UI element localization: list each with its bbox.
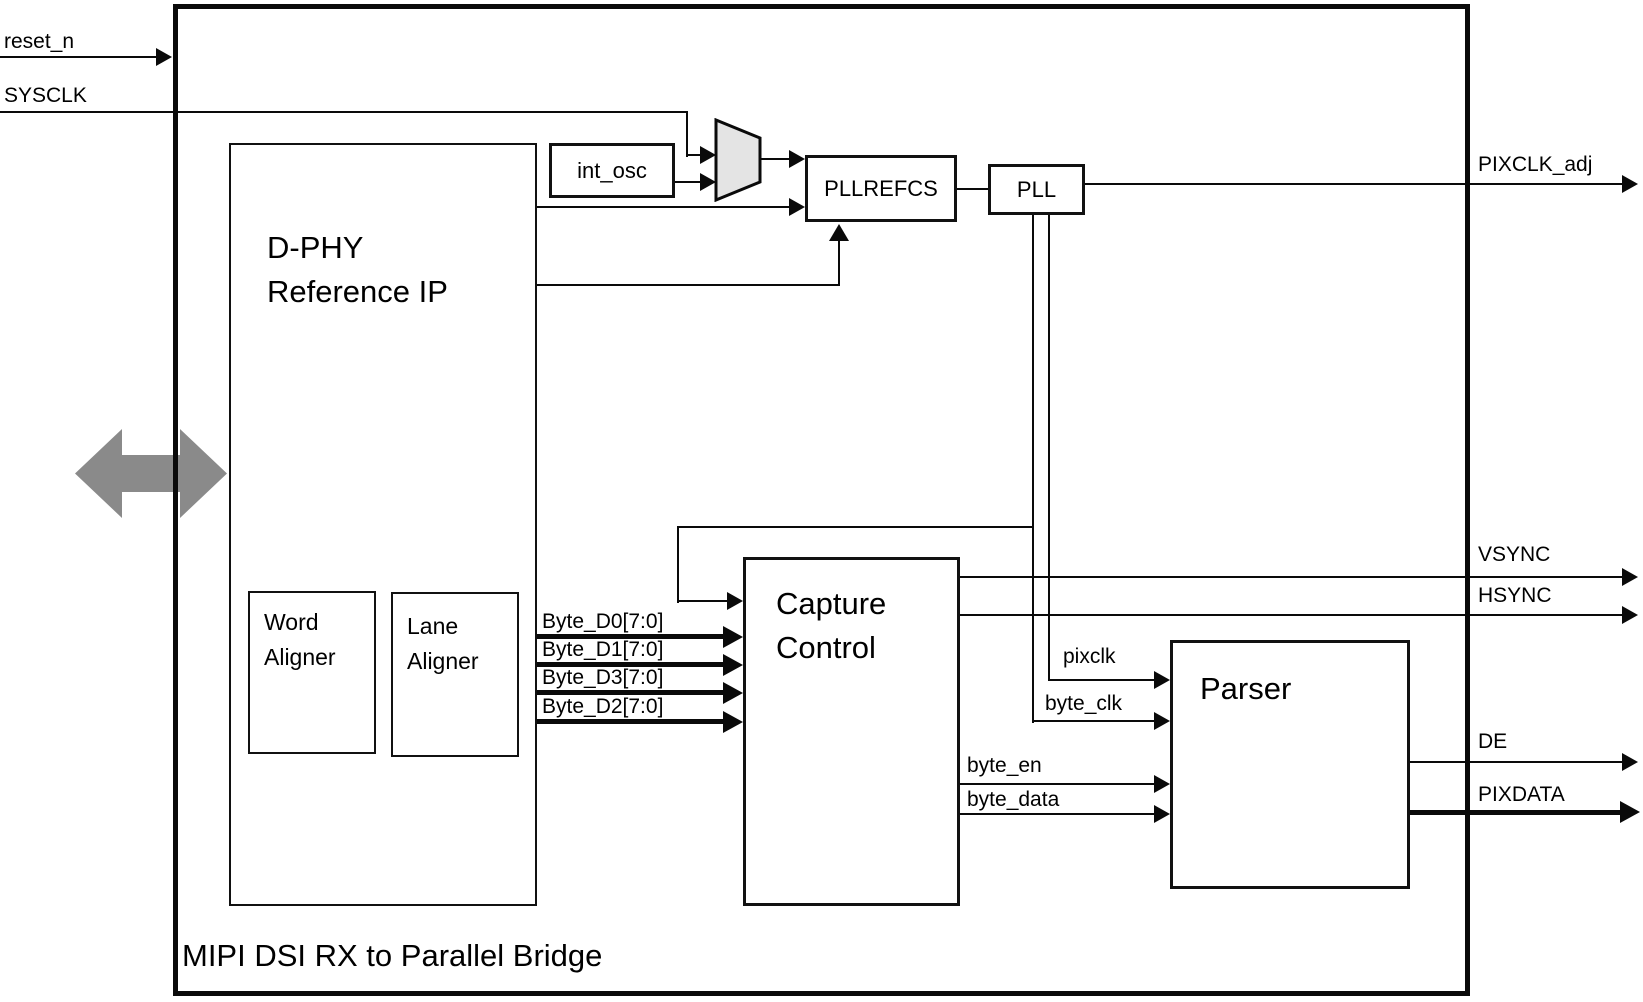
pll-block: PLL: [988, 164, 1085, 215]
lane-aligner-line1: Lane: [407, 613, 459, 639]
wire-de: [1410, 761, 1624, 763]
byte-d3-label: Byte_D3[7:0]: [542, 666, 664, 689]
arrowhead-pixdata: [1620, 801, 1640, 823]
wire-capture-clk-v: [677, 526, 679, 603]
wire-byte-en: [960, 783, 1154, 785]
arrowhead-reset-n: [156, 48, 172, 66]
wire-sysclk: [0, 111, 688, 113]
byte-d1-label: Byte_D1[7:0]: [542, 638, 664, 661]
mux-icon: [714, 118, 762, 202]
wire-byte-d2: [537, 719, 723, 724]
wire-pixdata: [1410, 810, 1620, 815]
vsync-label: VSYNC: [1478, 543, 1551, 566]
wire-pixclk-drop: [1048, 215, 1050, 681]
lane-aligner-block: Lane Aligner: [391, 592, 519, 757]
arrowhead-pixclk: [1154, 671, 1170, 689]
wire-byteclk-in: [1032, 720, 1154, 722]
capture-control-line1: Capture: [776, 586, 887, 621]
arrowhead-byte-d0: [723, 626, 743, 648]
word-aligner-line2: Aligner: [264, 644, 336, 670]
pllrefcs-block: PLLREFCS: [805, 155, 957, 222]
dphy-label-line1: D-PHY: [267, 230, 364, 265]
wire-dphy-fb: [537, 284, 840, 286]
wire-byteclk-drop: [1032, 215, 1034, 723]
dphy-block: [229, 143, 537, 906]
wire-pixclk-in: [1048, 679, 1154, 681]
arrowhead-sysclk-mux: [700, 146, 716, 164]
parser-block: Parser: [1170, 640, 1410, 889]
wire-dphy-to-pllrefcs: [537, 206, 791, 208]
arrowhead-dphy-fb: [829, 224, 849, 241]
arrowhead-pixclk-adj: [1622, 175, 1638, 193]
arrowhead-byteclk: [1154, 712, 1170, 730]
wire-byte-data: [960, 813, 1154, 815]
wire-sysclk-to-mux: [686, 154, 702, 156]
pll-label: PLL: [1016, 176, 1057, 202]
wire-capture-clk-in: [677, 600, 727, 602]
wire-byte-d0: [537, 634, 723, 639]
arrowhead-byte-en: [1154, 775, 1170, 793]
arrowhead-mux-pllrefcs: [789, 150, 805, 168]
pixclk-label: pixclk: [1063, 645, 1116, 668]
wire-pllrefcs-to-pll: [957, 188, 988, 190]
wire-sysclk-elbow: [686, 111, 688, 157]
lane-aligner-line2: Aligner: [407, 648, 479, 674]
arrowhead-de: [1622, 753, 1638, 771]
hsync-label: HSYNC: [1478, 584, 1552, 607]
arrowhead-byte-d2: [723, 711, 743, 733]
arrowhead-byte-data: [1154, 805, 1170, 823]
dphy-label-line2: Reference IP: [267, 274, 448, 309]
wire-mux-out: [760, 158, 790, 160]
wire-hsync: [960, 614, 1624, 616]
byte-d2-label: Byte_D2[7:0]: [542, 695, 664, 718]
pixdata-label: PIXDATA: [1478, 783, 1565, 806]
pixclk-adj-label: PIXCLK_adj: [1478, 153, 1593, 176]
arrowhead-capture-clk: [727, 592, 743, 610]
parser-label: Parser: [1200, 671, 1292, 706]
capture-control-block: Capture Control: [743, 557, 960, 906]
wire-byte-d3: [537, 690, 723, 695]
arrowhead-vsync: [1622, 568, 1638, 586]
word-aligner-line1: Word: [264, 609, 319, 635]
reset-n-label: reset_n: [4, 30, 75, 53]
word-aligner-block: Word Aligner: [248, 591, 376, 754]
pllrefcs-label: PLLREFCS: [824, 175, 938, 201]
byte-clk-label: byte_clk: [1045, 692, 1123, 715]
wire-intosc-to-mux: [675, 181, 702, 183]
wire-vsync: [960, 576, 1624, 578]
bridge-boundary-box: [173, 4, 1470, 996]
bidirectional-arrow-icon: [75, 429, 227, 518]
arrowhead-dphy-pllrefcs: [789, 198, 805, 216]
wire-dphy-fb-riser: [838, 239, 840, 286]
wire-capture-clk-h: [677, 526, 1034, 528]
int-osc-label: int_osc: [577, 157, 647, 183]
wire-byte-d1: [537, 662, 723, 667]
wire-reset-n: [0, 56, 158, 58]
byte-data-label: byte_data: [967, 788, 1060, 811]
int-osc-block: int_osc: [549, 143, 675, 198]
byte-d0-label: Byte_D0[7:0]: [542, 610, 664, 633]
capture-control-line2: Control: [776, 630, 876, 665]
arrowhead-byte-d1: [723, 654, 743, 676]
dphy-label: D-PHY Reference IP: [267, 226, 448, 314]
de-label: DE: [1478, 730, 1508, 753]
arrowhead-hsync: [1622, 606, 1638, 624]
byte-en-label: byte_en: [967, 754, 1042, 777]
wire-pixclk-adj: [1085, 183, 1624, 185]
arrowhead-byte-d3: [723, 682, 743, 704]
sysclk-label: SYSCLK: [4, 84, 87, 107]
diagram-title: MIPI DSI RX to Parallel Bridge: [182, 938, 603, 973]
arrowhead-intosc-mux: [700, 173, 716, 191]
